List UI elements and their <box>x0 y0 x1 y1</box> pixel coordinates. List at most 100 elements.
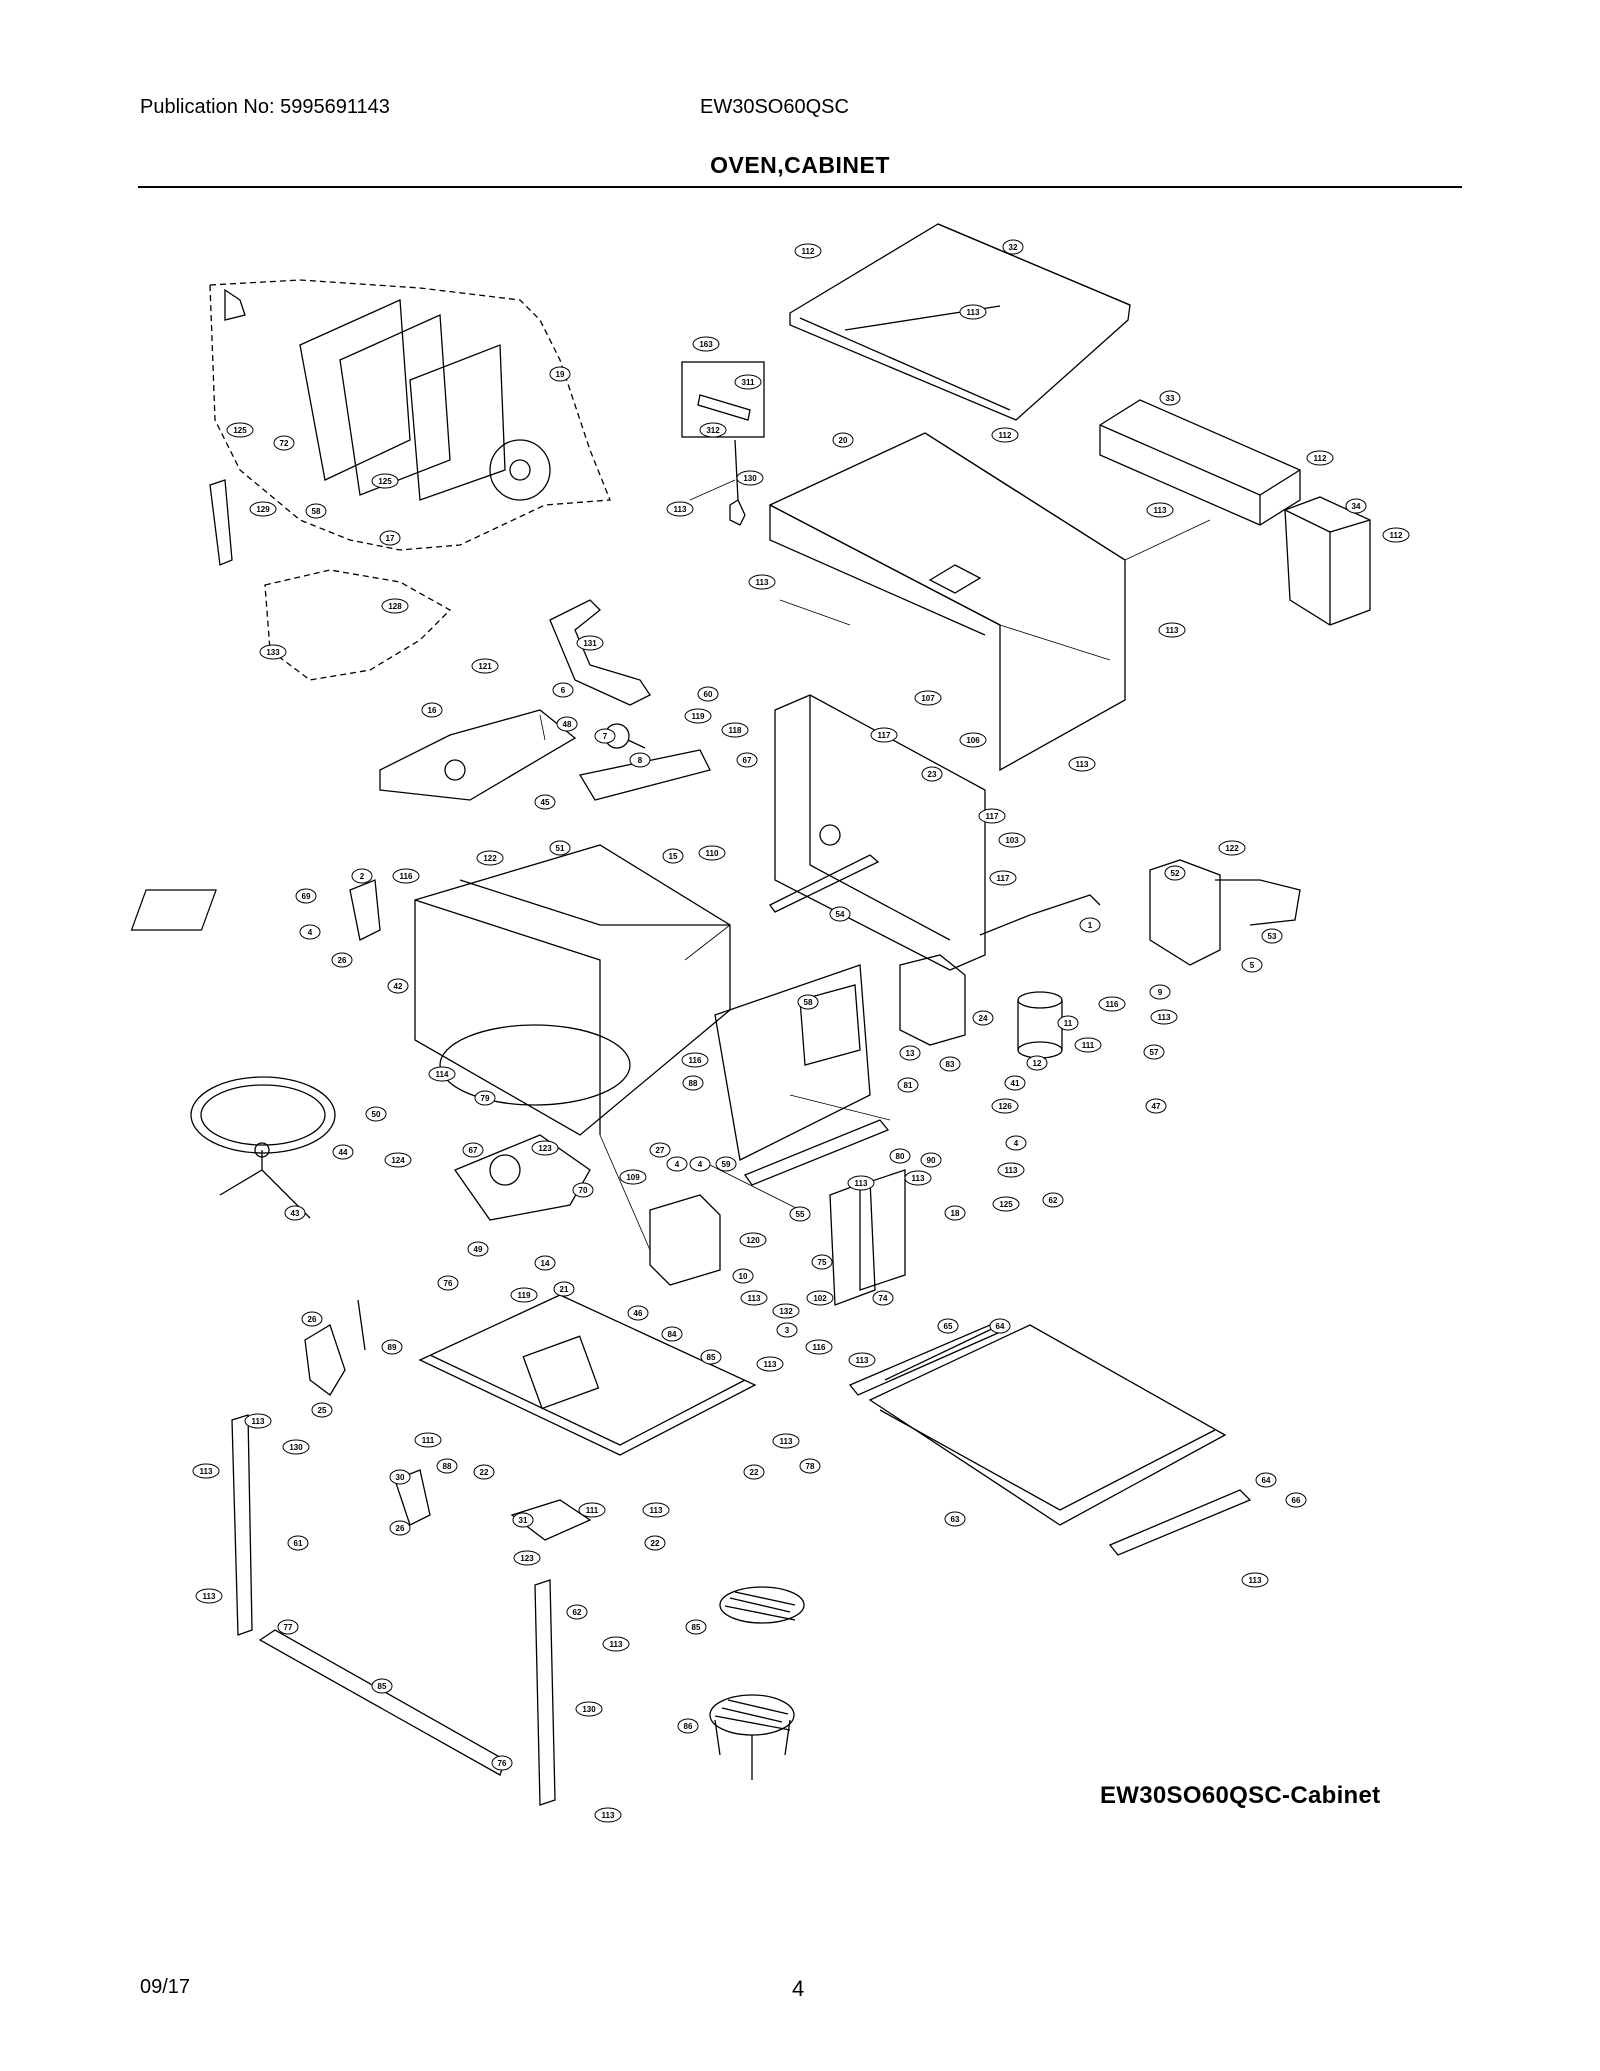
callout-label: 113 <box>1154 506 1167 515</box>
callout-bubble <box>371 473 399 489</box>
callout-label: 113 <box>650 1506 663 1515</box>
callout-label: 118 <box>729 726 742 735</box>
callout-bubble <box>1057 1015 1079 1031</box>
callout-label: 22 <box>651 1539 660 1548</box>
callout-label: 122 <box>1225 844 1239 853</box>
callout-9: 9 <box>1149 984 1171 1000</box>
callout-bubble <box>872 1290 894 1306</box>
callout-label: 52 <box>1171 869 1180 878</box>
callout-16: 16 <box>421 702 443 718</box>
callout-bubble <box>681 1052 709 1068</box>
callout-label: 85 <box>692 1623 701 1632</box>
callout-116: 116 <box>1098 996 1126 1012</box>
callout-bubble <box>789 1206 811 1222</box>
callout-label: 130 <box>289 1443 303 1452</box>
callout-bubble <box>305 503 327 519</box>
callout-75: 75 <box>811 1254 833 1270</box>
callout-107: 107 <box>914 690 942 706</box>
door-hinge-assembly-group <box>209 279 611 681</box>
callout-bubble <box>392 868 420 884</box>
callout-88: 88 <box>682 1075 704 1091</box>
callout-label: 22 <box>480 1468 489 1477</box>
callout-62: 62 <box>1042 1192 1064 1208</box>
callout-bubble <box>897 1077 919 1093</box>
callout-131: 131 <box>576 635 604 651</box>
callout-21: 21 <box>553 1281 575 1297</box>
callout-label: 125 <box>999 1200 1013 1209</box>
callout-bubble <box>1068 756 1096 772</box>
callout-label: 74 <box>879 1294 888 1303</box>
callout-label: 75 <box>818 1258 827 1267</box>
callout-label: 47 <box>1152 1102 1161 1111</box>
callout-123: 123 <box>513 1550 541 1566</box>
callout-27: 27 <box>649 1142 671 1158</box>
callout-label: 113 <box>912 1174 925 1183</box>
callout-label: 26 <box>308 1315 317 1324</box>
callout-bubble <box>602 1636 630 1652</box>
callout-51: 51 <box>549 840 571 856</box>
callout-125: 125 <box>992 1196 1020 1212</box>
callout-label: 112 <box>1314 454 1327 463</box>
callout-bubble <box>756 1356 784 1372</box>
callout-7: 7 <box>594 728 616 744</box>
callout-113: 113 <box>848 1352 876 1368</box>
callout-126: 126 <box>991 1098 1019 1114</box>
callout-123: 123 <box>531 1140 559 1156</box>
callout-label: 66 <box>1292 1496 1301 1505</box>
callout-label: 20 <box>839 436 848 445</box>
callout-bubble <box>295 888 317 904</box>
lever-bracket-part <box>394 1469 431 1526</box>
callout-bubble <box>697 686 719 702</box>
callout-13: 13 <box>899 1045 921 1061</box>
callout-label: 23 <box>928 770 937 779</box>
callout-bubble <box>721 722 749 738</box>
callout-label: 30 <box>396 1473 405 1482</box>
callout-113: 113 <box>997 1162 1025 1178</box>
callout-22: 22 <box>473 1464 495 1480</box>
callout-130: 130 <box>282 1439 310 1455</box>
callout-85: 85 <box>700 1349 722 1365</box>
latch-lever-part <box>304 1324 346 1396</box>
callout-bubble <box>829 906 851 922</box>
callout-bubble <box>287 1535 309 1551</box>
model-number: EW30SO60QSC <box>700 96 849 118</box>
callout-label: 19 <box>556 370 565 379</box>
callout-bubble <box>1345 498 1367 514</box>
callout-label: 103 <box>1005 836 1019 845</box>
callout-bubble <box>534 1255 556 1271</box>
turntable-glass-tray-part <box>190 1076 336 1154</box>
callout-bubble <box>832 432 854 448</box>
callout-label: 130 <box>582 1705 596 1714</box>
callout-112: 112 <box>1382 527 1410 543</box>
callout-label: 113 <box>756 578 769 587</box>
callout-label: 113 <box>674 505 687 514</box>
callout-bubble <box>195 1588 223 1604</box>
callout-128: 128 <box>381 598 409 614</box>
callout-bubble <box>689 1156 711 1172</box>
callout-52: 52 <box>1164 865 1186 881</box>
callout-bubble <box>572 1182 594 1198</box>
callout-bubble <box>992 1196 1020 1212</box>
callout-65: 65 <box>937 1318 959 1334</box>
callout-label: 49 <box>474 1245 483 1254</box>
callout-125: 125 <box>226 422 254 438</box>
callout-label: 86 <box>684 1722 693 1731</box>
callout-bubble <box>700 1349 722 1365</box>
callout-63: 63 <box>944 1511 966 1527</box>
callout-label: 10 <box>739 1272 748 1281</box>
callout-label: 106 <box>966 736 980 745</box>
callout-bubble <box>226 422 254 438</box>
callout-bubble <box>629 752 651 768</box>
callout-bubble <box>594 1807 622 1823</box>
callout-6: 6 <box>552 682 574 698</box>
callout-26: 26 <box>331 952 353 968</box>
callout-111: 111 <box>578 1502 606 1518</box>
callout-bubble <box>649 1142 671 1158</box>
callout-label: 113 <box>1249 1576 1262 1585</box>
callout-label: 9 <box>1158 988 1163 997</box>
callout-124: 124 <box>384 1152 412 1168</box>
callout-bubble <box>299 924 321 940</box>
callout-113: 113 <box>666 501 694 517</box>
callout-label: 34 <box>1352 502 1361 511</box>
callout-bubble <box>997 1162 1025 1178</box>
